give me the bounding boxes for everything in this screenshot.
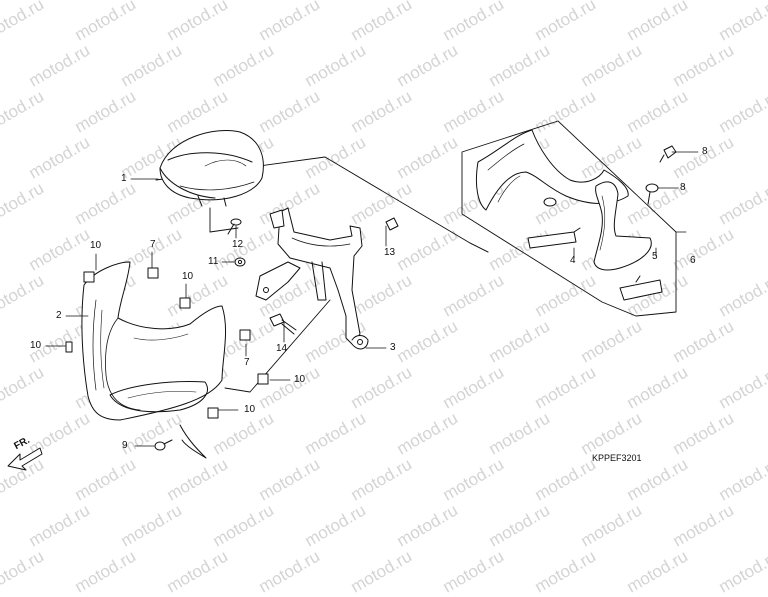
mirror-box-link — [469, 242, 489, 253]
bolt-8-upper — [659, 145, 677, 163]
callout-8-a: 8 — [702, 146, 708, 157]
callout-1: 1 — [121, 173, 127, 184]
upper-cowl — [81, 261, 227, 459]
callout-2: 2 — [56, 310, 62, 321]
callout-7-b: 7 — [244, 357, 250, 368]
windscreen — [159, 130, 264, 207]
callout-10-d: 10 — [294, 374, 306, 385]
callout-10-a: 10 — [90, 240, 102, 251]
callout-7-a: 7 — [150, 239, 156, 250]
drawing-code: KPPEF3201 — [592, 453, 642, 463]
inner-panel — [593, 181, 652, 271]
parts-diagram — [7, 120, 699, 471]
callout-5: 5 — [652, 251, 658, 262]
clip-10-a — [83, 271, 95, 283]
screw-9 — [154, 439, 173, 451]
front-arrow-icon — [7, 447, 43, 471]
assembly-box-lower — [224, 299, 331, 393]
nut-11 — [234, 257, 246, 267]
mirror-box-outline — [461, 120, 677, 317]
clip-10-e — [207, 407, 219, 419]
callout-3: 3 — [390, 342, 396, 353]
clip-10-b — [179, 297, 191, 309]
callout-12: 12 — [232, 239, 244, 250]
callout-10-c: 10 — [30, 340, 42, 351]
clip-7-b — [239, 329, 251, 341]
clip-10-c — [65, 341, 73, 353]
screw-8-lower — [645, 183, 659, 205]
bolt-13 — [385, 217, 399, 231]
callout-9: 9 — [122, 440, 128, 451]
leader-lines — [45, 151, 699, 447]
assembly-box-left — [209, 207, 239, 233]
callout-4: 4 — [570, 255, 576, 266]
callout-14: 14 — [276, 343, 288, 354]
callout-10-b: 10 — [182, 271, 194, 282]
callout-13: 13 — [384, 247, 396, 258]
clip-10-d — [257, 373, 269, 385]
seal-5 — [619, 275, 663, 301]
clip-7-a — [147, 267, 159, 279]
cowl-stay — [255, 207, 369, 350]
mirror-cover — [475, 129, 629, 211]
callout-6: 6 — [690, 255, 696, 266]
screw-12 — [227, 218, 242, 235]
bolt-14 — [269, 313, 297, 335]
callout-8-b: 8 — [680, 182, 686, 193]
seal-4 — [527, 227, 581, 249]
callout-10-e: 10 — [244, 404, 256, 415]
callout-11: 11 — [208, 256, 219, 267]
